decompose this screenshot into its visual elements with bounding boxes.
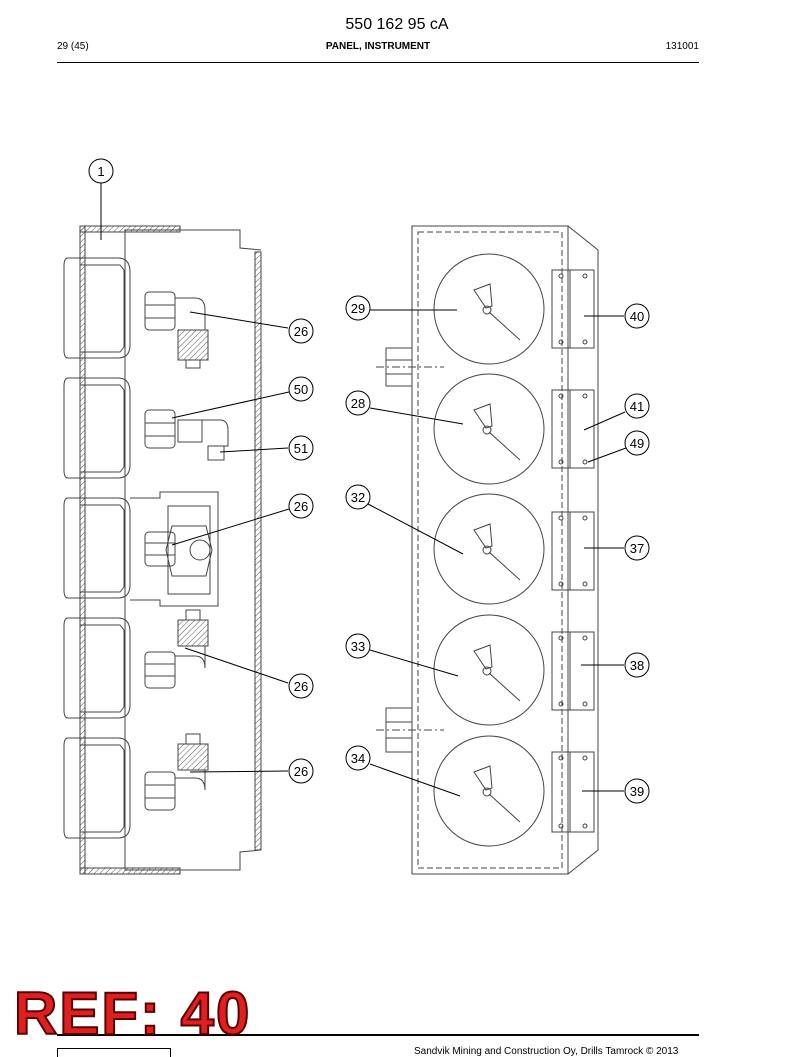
footer-rule xyxy=(57,1034,699,1036)
gauge-bezels-side xyxy=(63,257,131,839)
panel-plate xyxy=(411,225,569,875)
header-rule xyxy=(57,62,699,63)
copyright-notice: Sandvik Mining and Construction Oy, Dril… xyxy=(414,1046,679,1057)
svg-text:50: 50 xyxy=(294,382,308,397)
callout-28: 28 xyxy=(345,390,371,416)
callout-49: 49 xyxy=(624,430,650,456)
svg-text:40: 40 xyxy=(630,309,644,324)
fitting-row-1 xyxy=(144,291,209,369)
ref-stamp: REF: 40 xyxy=(13,980,252,1047)
callout-26: 26 xyxy=(288,318,314,344)
callout-51: 51 xyxy=(288,435,314,461)
svg-text:28: 28 xyxy=(351,396,365,411)
callout-37: 37 xyxy=(624,535,650,561)
bottom-flange xyxy=(79,867,181,875)
gauge-faces xyxy=(433,253,545,847)
svg-text:39: 39 xyxy=(630,784,644,799)
panel-front-view xyxy=(376,225,599,875)
fitting-row-5 xyxy=(144,733,209,811)
callout-39: 39 xyxy=(624,778,650,804)
top-flange xyxy=(79,225,181,233)
svg-text:26: 26 xyxy=(294,499,308,514)
svg-text:41: 41 xyxy=(630,399,644,414)
callout-32: 32 xyxy=(345,484,371,510)
svg-text:29: 29 xyxy=(351,301,365,316)
svg-text:26: 26 xyxy=(294,764,308,779)
gauge-brackets xyxy=(551,269,595,833)
section-title: PANEL, INSTRUMENT xyxy=(325,41,431,52)
leader-lines xyxy=(100,183,627,797)
front-wall xyxy=(79,225,86,875)
callout-33: 33 xyxy=(345,633,371,659)
svg-text:34: 34 xyxy=(351,751,365,766)
fitting-row-2 xyxy=(144,409,229,461)
page-header: 29 (45) PANEL, INSTRUMENT 131001 xyxy=(57,41,699,55)
fitting-row-4 xyxy=(144,609,209,689)
callout-26: 26 xyxy=(288,673,314,699)
fitting-row-3 xyxy=(130,491,219,607)
callout-40: 40 xyxy=(624,303,650,329)
svg-text:32: 32 xyxy=(351,490,365,505)
callout-29: 29 xyxy=(345,295,371,321)
svg-text:37: 37 xyxy=(630,541,644,556)
callouts: 1 26 50 51 26 26 26 29 28 32 33 34 40 41… xyxy=(88,158,650,804)
svg-text:26: 26 xyxy=(294,679,308,694)
rear-wall xyxy=(254,251,262,851)
page-number: 29 (45) xyxy=(57,41,89,52)
svg-text:38: 38 xyxy=(630,658,644,673)
callout-41: 41 xyxy=(624,393,650,419)
document-number: 550 162 95 cA xyxy=(345,16,449,33)
svg-text:33: 33 xyxy=(351,639,365,654)
callout-1: 1 xyxy=(88,158,114,184)
svg-text:26: 26 xyxy=(294,324,308,339)
svg-text:51: 51 xyxy=(294,441,308,456)
svg-text:49: 49 xyxy=(630,436,644,451)
callout-26: 26 xyxy=(288,493,314,519)
panel-side-view xyxy=(63,225,262,875)
callout-26: 26 xyxy=(288,758,314,784)
document-code: 131001 xyxy=(665,41,699,52)
svg-text:1: 1 xyxy=(97,164,104,179)
callout-38: 38 xyxy=(624,652,650,678)
callout-34: 34 xyxy=(345,745,371,771)
callout-50: 50 xyxy=(288,376,314,402)
